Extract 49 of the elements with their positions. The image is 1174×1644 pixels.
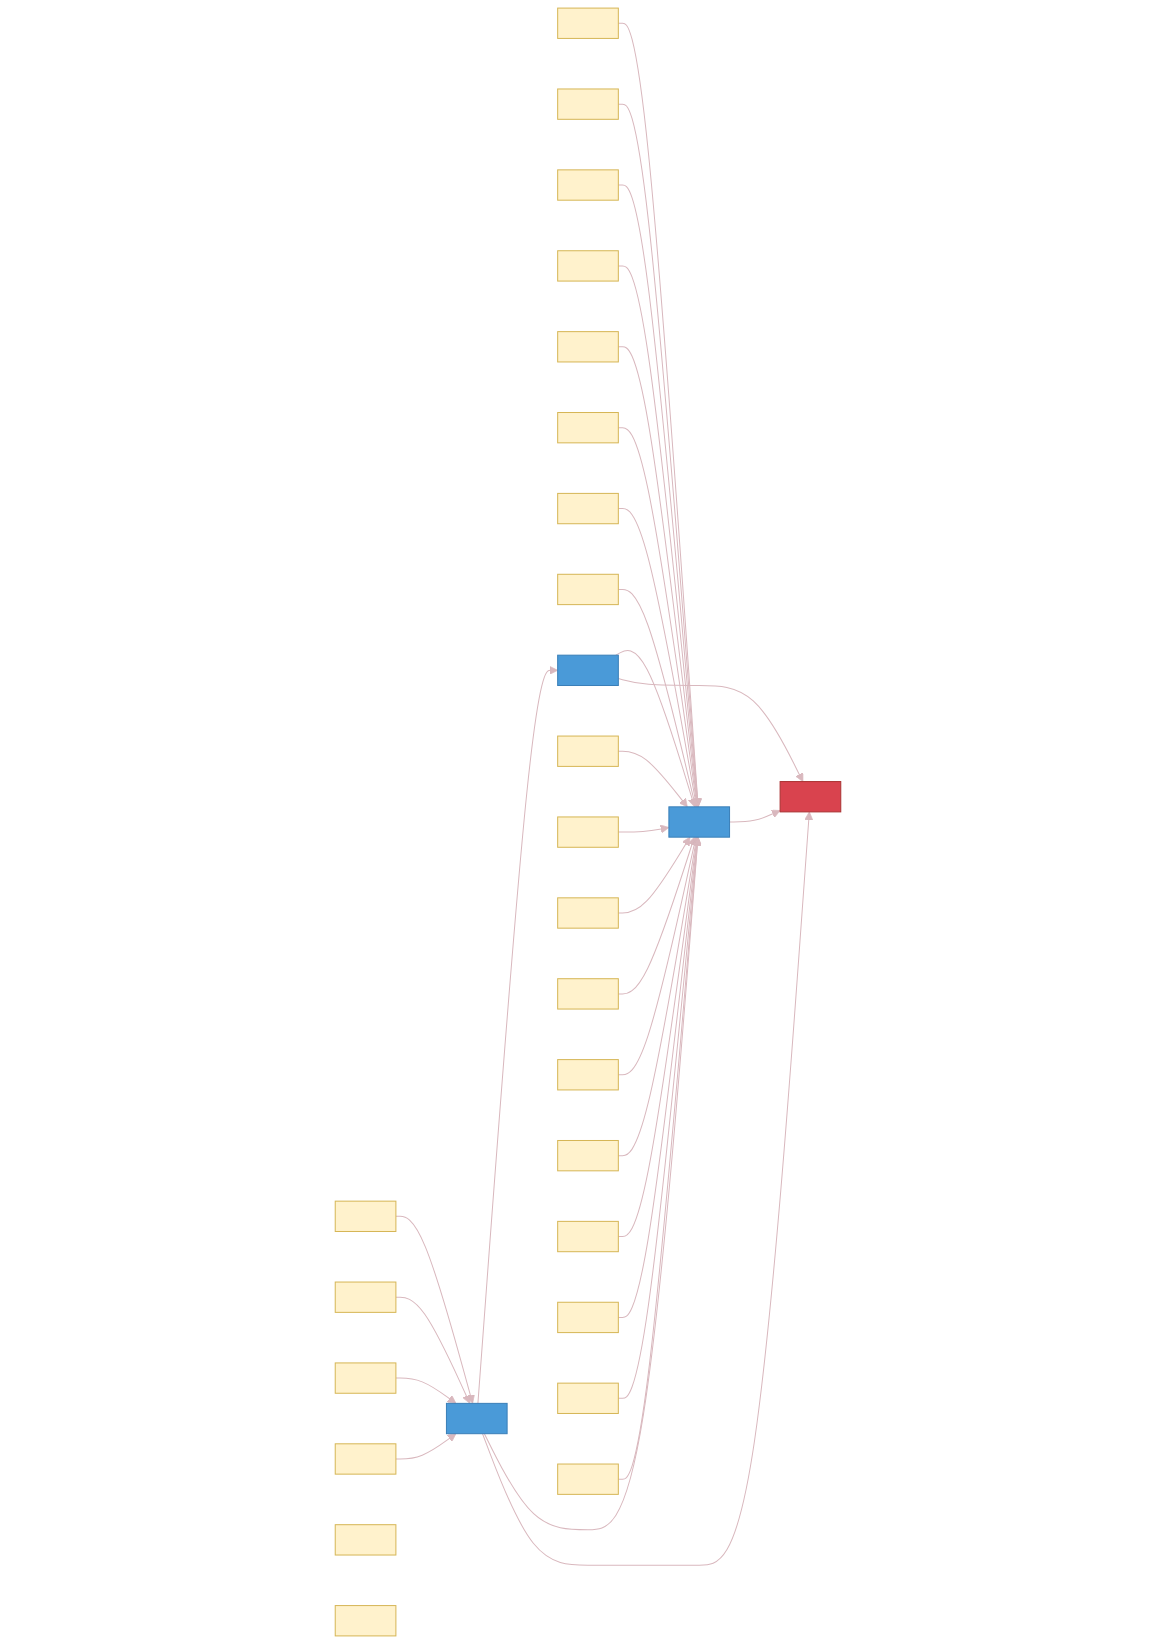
arrow: [616, 836, 698, 1076]
node-box: [556, 1220, 618, 1253]
arrow: [616, 836, 696, 995]
node-box: [556, 1059, 618, 1091]
node-box: [556, 735, 618, 767]
arrow: [614, 649, 696, 808]
arrow: [394, 1433, 456, 1460]
node-box: [333, 1362, 396, 1394]
arrow: [482, 836, 701, 1531]
node-box: [556, 897, 618, 929]
node-box: [556, 88, 618, 120]
node-box: [556, 250, 618, 282]
node-box: [444, 1402, 507, 1435]
node-box: [333, 1281, 396, 1313]
arrow: [394, 1296, 470, 1404]
node-box: [556, 492, 618, 525]
node-box: [556, 169, 618, 201]
node-box: [556, 412, 618, 444]
arrow: [616, 836, 700, 1238]
arrow: [728, 809, 780, 823]
node-box: [333, 1443, 396, 1475]
node-box: [333, 1605, 396, 1637]
arrow: [394, 1215, 474, 1404]
arrow: [616, 678, 803, 782]
arrow: [616, 346, 700, 808]
arrow: [616, 836, 690, 914]
node-box: [333, 1524, 396, 1556]
arrow: [616, 588, 698, 808]
arrow: [394, 1377, 456, 1404]
node-box: [556, 1382, 618, 1414]
node-box: [556, 978, 618, 1010]
node-box: [667, 806, 730, 838]
arrow: [616, 508, 699, 808]
node-box: [778, 781, 841, 813]
node-box: [556, 1301, 618, 1334]
node-box: [556, 654, 618, 686]
node-box: [556, 7, 618, 39]
node-box: [333, 1200, 396, 1232]
node-box: [556, 331, 618, 363]
arrow: [616, 836, 699, 1157]
arrow: [476, 665, 558, 1404]
node-box: [556, 816, 618, 848]
arrow: [481, 811, 813, 1566]
arrow: [616, 427, 700, 808]
node-box: [556, 1140, 618, 1172]
arrow: [616, 824, 669, 834]
node-box: [556, 1463, 618, 1495]
arrow: [616, 750, 687, 808]
node-box: [556, 573, 618, 606]
